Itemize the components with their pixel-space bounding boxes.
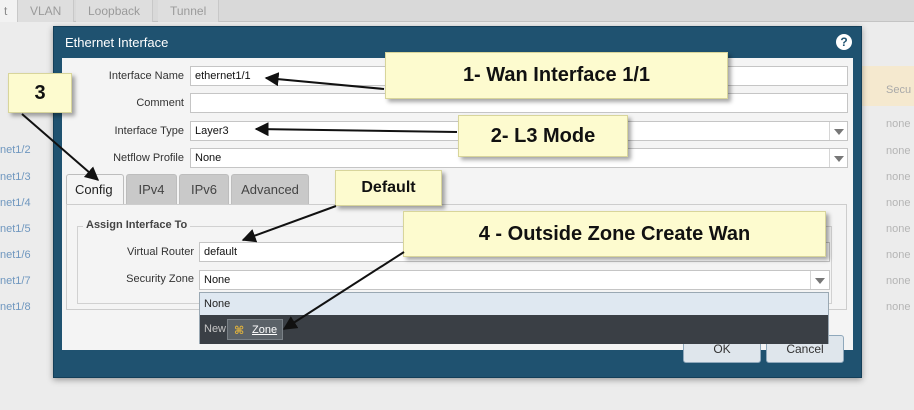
zone-icon: ⌘ — [234, 325, 245, 337]
background-row-link[interactable]: net1/5 — [0, 223, 31, 235]
background-row-link[interactable]: net1/6 — [0, 249, 31, 261]
virtual-router-label: Virtual Router — [126, 246, 194, 258]
interface-name-label: Interface Name — [108, 70, 184, 82]
background-row-zone: none — [886, 301, 911, 313]
tab-advanced[interactable]: Advanced — [231, 174, 309, 204]
assign-interface-legend: Assign Interface To — [83, 219, 191, 231]
arrow-3 — [21, 113, 100, 181]
arrow-2 — [254, 122, 458, 137]
background-row-link[interactable]: net1/4 — [0, 197, 31, 209]
background-tab-loopback[interactable]: Loopback — [76, 0, 154, 22]
background-row-zone: none — [886, 118, 911, 130]
security-zone-dropdown-list: None New ⌘ Zone — [199, 292, 829, 344]
security-zone-label: Security Zone — [126, 273, 194, 285]
tab-ipv6[interactable]: IPv6 — [179, 174, 229, 204]
background-tab-vlan[interactable]: VLAN — [18, 0, 75, 22]
background-tab-ethernet[interactable]: t — [0, 0, 18, 22]
background-header-security: Secu — [886, 84, 912, 96]
background-row-link[interactable]: net1/8 — [0, 301, 31, 313]
new-zone-link[interactable]: Zone — [252, 324, 278, 336]
background-row-zone: none — [886, 223, 911, 235]
background-row-link[interactable]: net1/2 — [0, 144, 31, 156]
background-row-zone: none — [886, 197, 911, 209]
annotation-note-3: 3 — [8, 73, 72, 113]
background-row-link[interactable]: net1/3 — [0, 171, 31, 183]
tab-ipv4[interactable]: IPv4 — [126, 174, 177, 204]
interface-type-label: Interface Type — [114, 125, 184, 137]
tab-config[interactable]: Config — [66, 174, 124, 204]
background-tab-tunnel[interactable]: Tunnel — [158, 0, 220, 22]
background-row-zone: none — [886, 171, 911, 183]
help-icon[interactable]: ? — [836, 34, 852, 50]
new-zone-button[interactable]: ⌘ Zone — [227, 319, 283, 340]
background-header-cell — [860, 66, 914, 106]
arrow-4 — [282, 251, 405, 330]
background-row-zone: none — [886, 275, 911, 287]
arrow-default — [241, 205, 337, 243]
background-row-zone: none — [886, 145, 911, 157]
annotation-note-2: 2- L3 Mode — [458, 115, 628, 157]
dropdown-option-none[interactable]: None — [200, 293, 828, 315]
chevron-down-icon[interactable] — [829, 122, 847, 140]
dialog-title: Ethernet Interface — [65, 35, 169, 50]
comment-label: Comment — [136, 97, 184, 109]
new-label: New — [204, 323, 227, 335]
annotation-note-default: Default — [335, 170, 442, 206]
annotation-note-1: 1- Wan Interface 1/1 — [385, 52, 728, 99]
chevron-down-icon[interactable] — [829, 149, 847, 167]
chevron-down-icon[interactable] — [810, 271, 828, 289]
background-row-zone: none — [886, 249, 911, 261]
annotation-note-4: 4 - Outside Zone Create Wan — [403, 211, 826, 257]
dropdown-new-bar: New ⌘ Zone — [200, 315, 828, 344]
background-row-link[interactable]: net1/7 — [0, 275, 31, 287]
security-zone-select[interactable]: None — [199, 270, 830, 290]
netflow-profile-label: Netflow Profile — [113, 152, 184, 164]
background-tab-bar: t VLAN Loopback Tunnel — [0, 0, 914, 22]
arrow-1 — [264, 72, 385, 90]
